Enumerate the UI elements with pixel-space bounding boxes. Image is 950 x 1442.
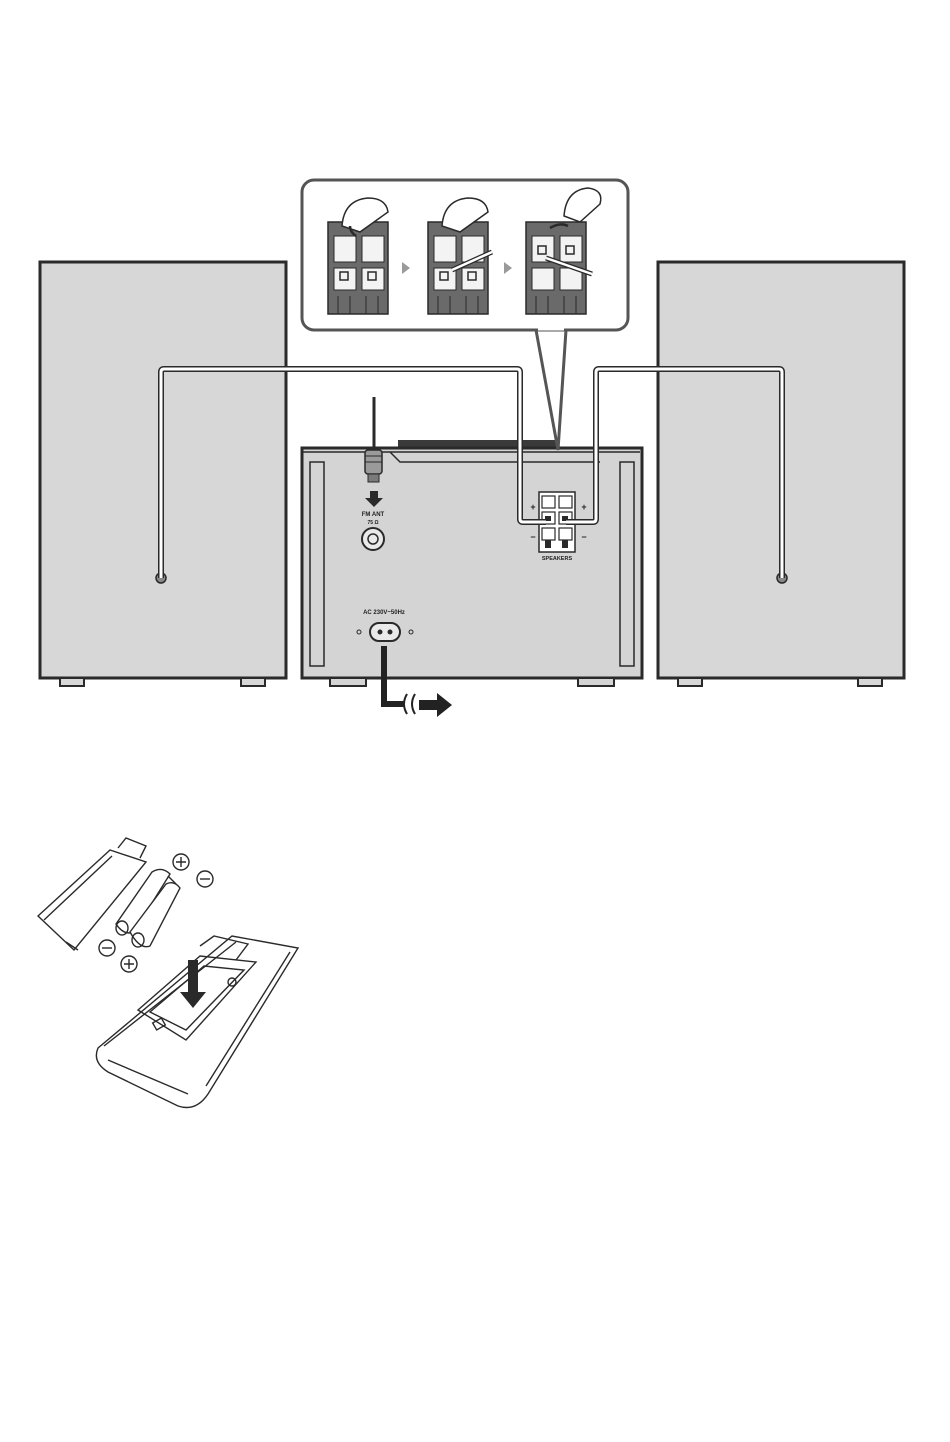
remote-battery-installation	[38, 838, 298, 1108]
terminal-steps-callout	[302, 180, 628, 450]
plus-right: +	[581, 502, 586, 512]
main-unit-rear: FM ANT 75 Ω + + − − SPEAKERS AC 230V~50H…	[302, 440, 642, 686]
speakers-label: SPEAKERS	[542, 556, 573, 562]
plus-left: +	[530, 502, 535, 512]
ac-inlet	[370, 623, 400, 641]
right-arrow-icon	[419, 693, 452, 717]
polarity-plus-icon	[121, 956, 137, 972]
fm-antenna-jack	[362, 528, 384, 550]
minus-right: −	[581, 532, 586, 542]
fm-antenna-label: FM ANT	[362, 512, 385, 518]
polarity-minus-icon	[197, 871, 213, 887]
polarity-minus-icon	[99, 940, 115, 956]
power-label: AC 230V~50Hz	[363, 610, 405, 616]
fm-antenna-impedance: 75 Ω	[368, 520, 379, 526]
minus-left: −	[530, 532, 535, 542]
polarity-plus-icon	[173, 854, 189, 870]
